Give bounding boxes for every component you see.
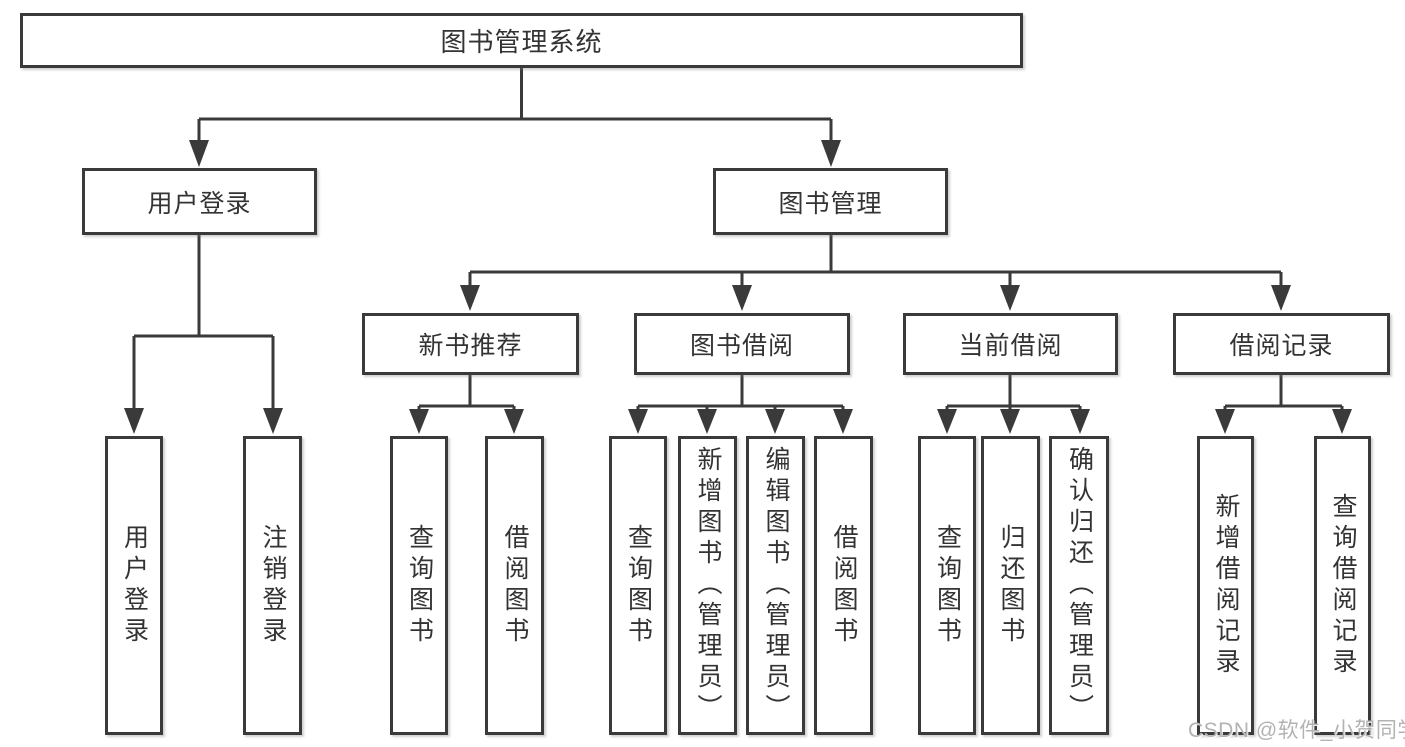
- leaf-bb-edit-books-admin-label: 编辑图书（管理员）: [762, 446, 790, 725]
- node-book-borrow-label: 图书借阅: [689, 332, 794, 360]
- node-book-borrow: 图书借阅: [634, 313, 850, 375]
- leaf-user-login: 用户登录: [105, 436, 163, 735]
- leaf-nb-query-books-label: 查询图书: [405, 523, 434, 648]
- edges-book-borrow: [628, 375, 853, 434]
- node-borrow-records: 借阅记录: [1173, 313, 1390, 375]
- leaf-logout-label: 注销登录: [259, 523, 287, 648]
- node-user-login-label: 用户登录: [147, 189, 252, 218]
- leaf-nb-borrow-books: 借阅图书: [485, 436, 544, 735]
- leaf-bb-add-books-admin-label: 新增图书（管理员）: [694, 446, 722, 725]
- leaf-bb-borrow-books-label: 借阅图书: [830, 523, 858, 648]
- leaf-br-add-record: 新增借阅记录: [1197, 436, 1254, 735]
- node-new-book-recommend: 新书推荐: [362, 313, 579, 375]
- leaf-nb-borrow-books-label: 借阅图书: [501, 523, 529, 648]
- leaf-cb-query-books-label: 查询图书: [933, 523, 962, 648]
- edges-root: [189, 68, 841, 167]
- node-current-borrow: 当前借阅: [903, 313, 1118, 375]
- leaf-cb-return-books: 归还图书: [981, 436, 1040, 735]
- edges-user-login: [124, 235, 283, 434]
- node-current-borrow-label: 当前借阅: [958, 332, 1063, 360]
- leaf-br-query-record: 查询借阅记录: [1314, 436, 1371, 735]
- leaf-bb-borrow-books: 借阅图书: [814, 436, 873, 735]
- leaf-cb-return-books-label: 归还图书: [997, 523, 1025, 648]
- edges-book-management: [460, 235, 1291, 311]
- leaf-cb-confirm-return-admin: 确认归还（管理员）: [1049, 436, 1109, 735]
- node-borrow-records-label: 借阅记录: [1229, 332, 1334, 360]
- leaf-br-add-record-label: 新增借阅记录: [1212, 492, 1240, 679]
- node-new-book-recommend-label: 新书推荐: [418, 332, 523, 360]
- edges-new-book-recommend: [409, 375, 524, 434]
- watermark: CSDN @软件_小贺同学: [1188, 719, 1405, 742]
- leaf-bb-query-books-label: 查询图书: [624, 523, 653, 648]
- node-book-management: 图书管理: [713, 168, 948, 235]
- leaf-bb-edit-books-admin: 编辑图书（管理员）: [746, 436, 805, 735]
- leaf-cb-confirm-return-admin-label: 确认归还（管理员）: [1065, 446, 1094, 725]
- leaf-bb-add-books-admin: 新增图书（管理员）: [678, 436, 737, 735]
- leaf-bb-query-books: 查询图书: [609, 436, 667, 735]
- edges-borrow-records: [1215, 375, 1352, 434]
- leaf-cb-query-books: 查询图书: [918, 436, 976, 735]
- node-root: 图书管理系统: [20, 13, 1023, 68]
- leaf-user-login-label: 用户登录: [120, 523, 149, 648]
- node-user-login: 用户登录: [82, 168, 317, 235]
- edges-current-borrow: [937, 375, 1090, 434]
- node-root-label: 图书管理系统: [440, 27, 603, 57]
- node-book-management-label: 图书管理: [778, 189, 883, 218]
- leaf-br-query-record-label: 查询借阅记录: [1329, 492, 1357, 679]
- leaf-nb-query-books: 查询图书: [390, 436, 448, 735]
- leaf-logout: 注销登录: [243, 436, 302, 735]
